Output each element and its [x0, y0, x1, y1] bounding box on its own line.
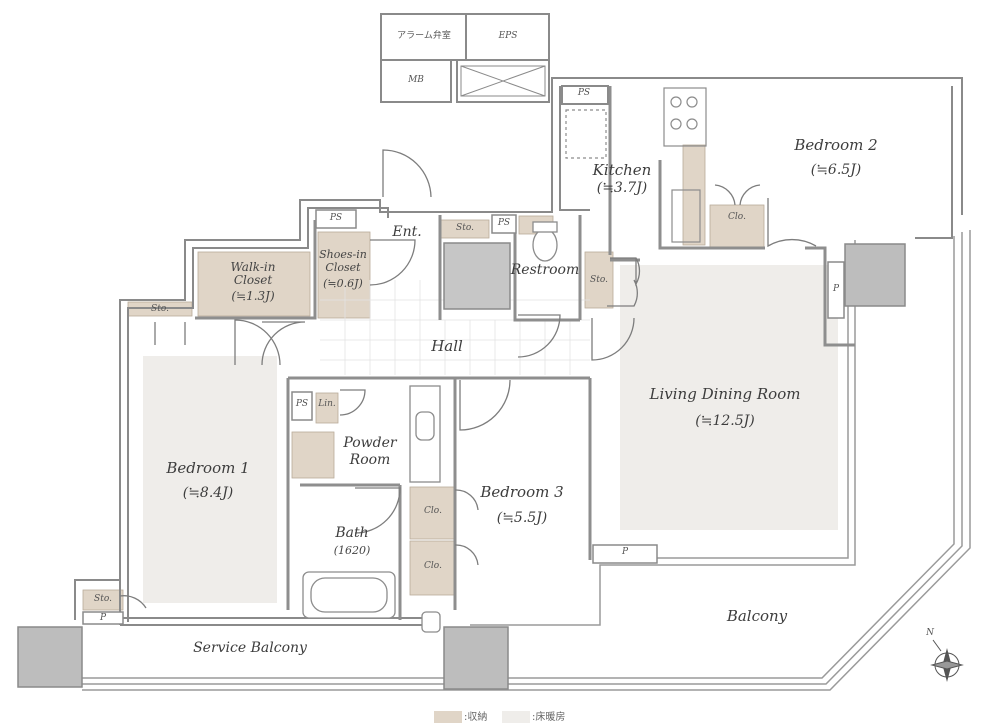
shoes-in-closet-area: (≒0.6J)	[323, 277, 363, 290]
bedroom-2-area: (≒6.5J)	[810, 162, 862, 178]
compass-label: N	[926, 628, 934, 638]
shoes-in-closet-name-2: Closet	[325, 261, 361, 274]
mb-tag: MB	[408, 75, 424, 85]
storage-zones	[82, 144, 765, 611]
clo-tag-bedroom2: Clo.	[728, 212, 746, 222]
legend-storage-swatch	[434, 711, 462, 723]
ps-boxes	[82, 209, 845, 625]
living-dining-room-name: Living Dining Room	[649, 385, 801, 403]
sto-tag-restroom: Sto.	[590, 275, 608, 285]
living-dining-room-area: (≒12.5J)	[695, 413, 755, 429]
bath-name: Bath	[335, 525, 369, 541]
structural-columns	[17, 243, 906, 690]
bedroom-1-area: (≒8.4J)	[182, 485, 234, 501]
alarm-valve-room-tag: アラーム弁室	[397, 31, 451, 41]
entrance-name: Ent.	[392, 224, 422, 240]
sto-tag-entrance: Sto.	[456, 223, 474, 233]
sto-tag-service-balcony: Sto.	[94, 594, 112, 604]
bedroom-3-area: (≒5.5J)	[496, 510, 548, 526]
bath-size: (1620)	[333, 544, 371, 557]
restroom-name: Restroom	[510, 262, 580, 278]
compass-icon	[930, 639, 964, 682]
bedroom-3-name: Bedroom 3	[480, 483, 564, 501]
interior-walls	[195, 86, 855, 620]
hall-name: Hall	[431, 337, 463, 355]
ps-tag-restroom: PS	[497, 218, 511, 228]
lin-tag: Lin.	[318, 399, 336, 409]
kitchen-area: (≒3.7J)	[596, 180, 648, 196]
kitchen-name: Kitchen	[592, 161, 652, 179]
eps-tag: EPS	[498, 31, 518, 41]
p-tag-column: P	[832, 284, 840, 294]
balcony-name: Balcony	[726, 607, 788, 625]
p-tag-ldr: P	[621, 547, 629, 557]
bedroom-2-name: Bedroom 2	[794, 136, 878, 154]
legend-floor-heating-label: :床暖房	[532, 712, 566, 723]
ps-tag-entrance: PS	[329, 213, 343, 223]
walk-in-closet-name-1: Walk-in	[230, 260, 276, 274]
utility-shafts	[380, 13, 609, 105]
powder-room-name-2: Room	[349, 452, 391, 468]
p-tag-service-balcony: P	[99, 613, 107, 623]
shoes-in-closet-name-1: Shoes-in	[319, 248, 367, 261]
clo-tag-bedroom3-upper: Clo.	[424, 506, 442, 516]
service-balcony-name: Service Balcony	[193, 640, 307, 656]
ps-tag-top: PS	[577, 88, 591, 98]
doors	[119, 149, 817, 609]
kitchen-fixtures	[565, 87, 707, 243]
clo-tag-bedroom3-lower: Clo.	[424, 561, 442, 571]
walk-in-closet-area: (≒1.3J)	[231, 289, 275, 303]
sanitary-fixtures	[302, 221, 558, 633]
bedroom-1-name: Bedroom 1	[166, 459, 250, 477]
entrance-floor	[443, 242, 511, 310]
powder-room-name-1: Powder	[343, 435, 397, 451]
walk-in-closet-name-2: Closet	[233, 273, 273, 287]
sto-tag-bedroom1: Sto.	[151, 304, 169, 314]
legend-floor-heating: :床暖房	[502, 708, 565, 723]
legend-storage-label: :収納	[464, 712, 488, 723]
legend-floor-heating-swatch	[502, 711, 530, 723]
floor-heating-zones	[143, 265, 838, 603]
legend-storage: :収納	[434, 708, 487, 723]
ps-tag-powder: PS	[295, 399, 309, 409]
